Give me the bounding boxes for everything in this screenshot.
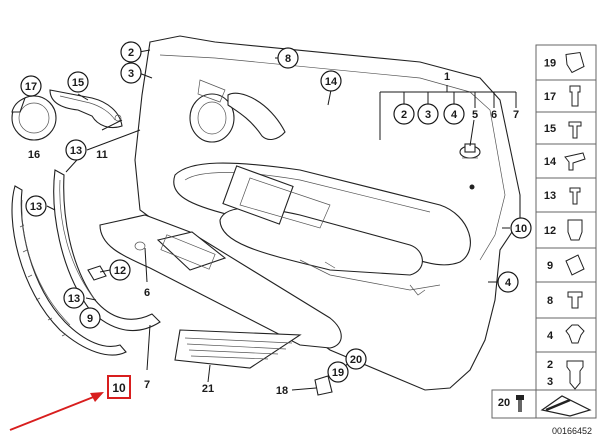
mat-insert <box>174 329 302 369</box>
callout-c10r: 10 <box>510 217 532 239</box>
legend-label-8: 4 <box>547 330 554 342</box>
small-clips <box>314 375 333 396</box>
callout-c19: 19 <box>327 361 349 383</box>
callout-c1_2: 2 <box>393 103 415 125</box>
legend-fastener-icon <box>565 51 585 74</box>
highlighted-part-10: 10 <box>107 375 131 399</box>
red-arrow <box>9 392 104 431</box>
callout-label-c8: 8 <box>285 53 291 65</box>
legend-fastener-icon <box>564 152 586 171</box>
callout-label-c4r: 4 <box>505 277 512 289</box>
legend-fastener-icon <box>567 291 583 309</box>
legend-panel: 19 17 15 14 13 12 9 8 4 2 3 20 00166452 <box>491 44 597 436</box>
callout-label-c9: 9 <box>87 313 93 325</box>
label-1-7: 7 <box>513 109 519 121</box>
callout-c14: 14 <box>320 70 342 92</box>
callout-label-c17: 17 <box>25 81 37 93</box>
speaker-cover <box>11 95 57 141</box>
legend-label-2: 15 <box>544 123 556 135</box>
legend-label-3: 14 <box>544 156 557 168</box>
callout-label-c13a: 13 <box>70 145 82 157</box>
callout-c20: 20 <box>345 348 367 370</box>
legend-fastener-icon <box>566 360 584 390</box>
callout-label-c20: 20 <box>350 354 362 366</box>
label-16: 16 <box>28 149 40 161</box>
leader-lines <box>46 49 517 391</box>
callout-label-c1_3: 3 <box>425 109 431 121</box>
panel-icon <box>540 395 592 417</box>
callout-c13b: 13 <box>25 195 47 217</box>
legend-label-1: 17 <box>544 91 556 103</box>
callout-c1_3: 3 <box>417 103 439 125</box>
legend-label-0: 19 <box>544 58 556 70</box>
callout-label-c1_4: 4 <box>451 109 458 121</box>
callout-label-c13c: 13 <box>68 293 80 305</box>
label-10-highlight: 10 <box>112 381 126 395</box>
callout-c2: 2 <box>120 41 142 63</box>
callout-label-c15: 15 <box>72 77 84 89</box>
label-21: 21 <box>202 383 214 395</box>
armrest-pocket <box>99 214 342 349</box>
legend-20-label: 20 <box>498 397 510 409</box>
callout-c1_4: 4 <box>443 103 465 125</box>
callout-label-c14: 14 <box>325 76 338 88</box>
legend-fastener-icon <box>567 219 583 241</box>
legend-label-6: 9 <box>547 260 553 272</box>
legend-label-5: 12 <box>544 225 556 237</box>
callout-label-c2: 2 <box>128 47 134 59</box>
callout-label-c3: 3 <box>128 68 134 80</box>
label-7: 7 <box>144 379 150 391</box>
diagram-id: 00166452 <box>552 426 592 436</box>
callout-label-c19: 19 <box>332 367 344 379</box>
legend-fastener-icon <box>565 254 585 276</box>
legend-label-4: 13 <box>544 190 556 202</box>
callout-label-c12: 12 <box>114 265 126 277</box>
callout-label-c1_2: 2 <box>401 109 407 121</box>
label-1-5: 5 <box>472 109 478 121</box>
legend-label-7: 8 <box>547 295 553 307</box>
label-18: 18 <box>276 385 288 397</box>
callout-label-c13b: 13 <box>30 201 42 213</box>
callout-c4r: 4 <box>497 271 519 293</box>
callout-c12: 12 <box>109 259 131 281</box>
callout-label-c10r: 10 <box>515 223 527 235</box>
callout-c9: 9 <box>79 307 101 329</box>
legend-fastener-icon <box>568 121 582 139</box>
callout-c17: 17 <box>20 75 42 97</box>
legend-fastener-icon <box>569 85 581 107</box>
label-1-6: 6 <box>491 109 497 121</box>
callout-c15: 15 <box>67 71 89 93</box>
label-11: 11 <box>96 149 108 161</box>
bolt-icon-20 <box>516 395 524 412</box>
legend-label-3: 3 <box>547 376 553 388</box>
legend-fastener-icon <box>569 187 581 205</box>
door-panel <box>134 35 521 391</box>
legend-fastener-icon <box>565 324 585 344</box>
label-6: 6 <box>144 287 150 299</box>
callout-c3: 3 <box>120 62 142 84</box>
inner-handle <box>49 89 123 129</box>
plain-labels: 16 11 6 7 21 18 1 5 6 7 <box>28 71 519 397</box>
legend-label-9: 2 <box>547 359 553 371</box>
callout-c13c: 13 <box>63 287 85 309</box>
callout-c13a: 13 <box>65 139 87 161</box>
callout-c8: 8 <box>277 47 299 69</box>
label-1: 1 <box>444 71 450 83</box>
